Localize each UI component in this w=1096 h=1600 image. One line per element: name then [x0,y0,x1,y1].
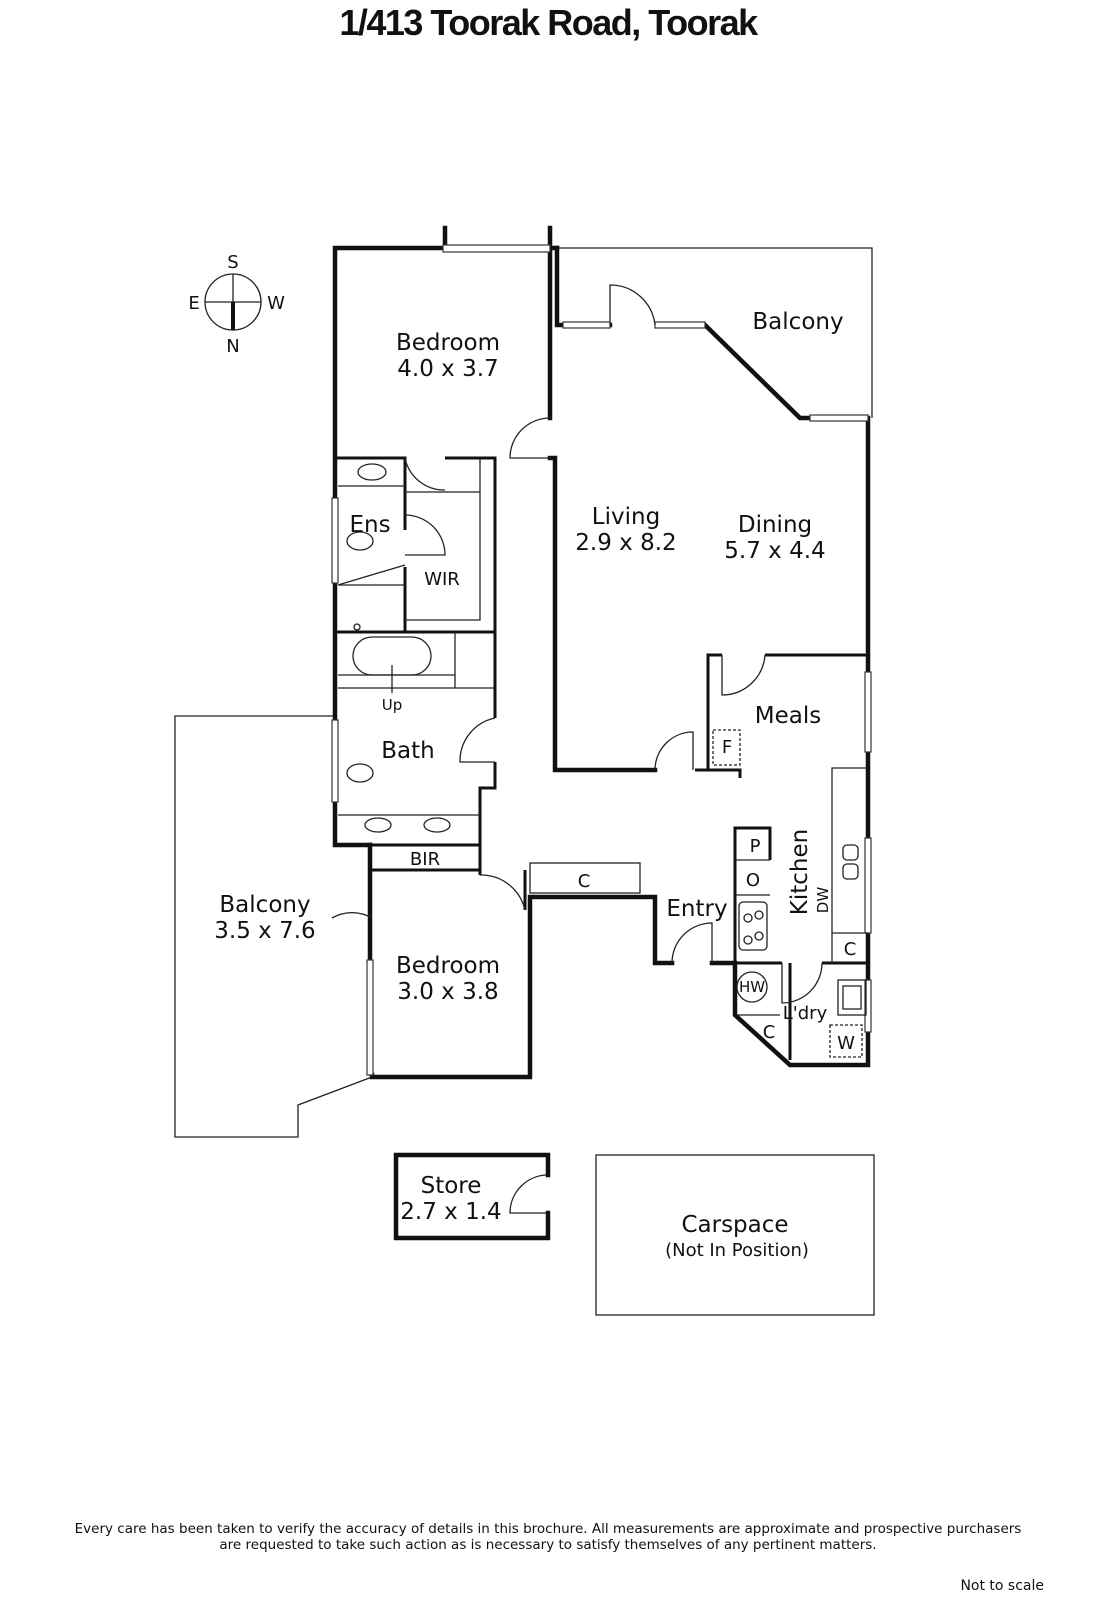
shower-icon [353,623,361,631]
room-label-bir: BIR [410,849,440,870]
room-dims-store: 2.7 x 1.4 [400,1199,501,1225]
store-walls [393,1152,551,1241]
fridge-space [712,729,741,766]
basin-icon [364,817,392,833]
page-title: 1/413 Toorak Road, Toorak [339,2,758,43]
room-dims-living: 2.9 x 8.2 [575,530,676,556]
label-cupboard-laundry: C [763,1022,776,1043]
label-cupboard-kitchen: C [844,939,857,960]
not-to-scale-note: Not to scale [960,1578,1044,1594]
label-hot-water: HW [739,978,765,996]
room-label-store: Store [421,1173,482,1199]
doors [331,284,823,1214]
washer-space [829,1024,863,1058]
label-cupboard-hall: C [578,871,591,892]
room-label-entry: Entry [666,896,727,922]
room-label-carspace: Carspace [681,1212,788,1238]
window [442,244,551,253]
compass-icon: S W E N [188,252,285,357]
basin-icon [423,817,451,833]
room-dims-dining: 5.7 x 4.4 [724,538,825,564]
room-label-ens: Ens [349,512,390,538]
label-dishwasher: DW [814,887,832,914]
window [864,837,872,934]
compass-east: E [188,293,199,314]
room-dims-bedroom1: 4.0 x 3.7 [397,356,498,382]
window [809,414,869,422]
room-label-balcony-left: Balcony [219,892,310,918]
compass-west: W [267,293,285,314]
room-label-laundry: L'dry [783,1003,828,1024]
room-label-kitchen: Kitchen [787,829,813,915]
window [654,321,706,329]
disclaimer-line-2: are requested to take such action as is … [219,1537,877,1553]
interior-walls [335,456,868,1060]
label-fridge: F [722,737,732,758]
disclaimer-line-1: Every care has been taken to verify the … [74,1521,1022,1537]
label-up: Up [382,696,403,714]
toilet-icon [346,531,374,551]
window [366,959,374,1076]
room-dims-bedroom2: 3.0 x 3.8 [397,979,498,1005]
window [562,321,611,329]
room-label-dining: Dining [738,512,812,538]
room-label-bath: Bath [381,738,434,764]
carspace-outline [595,1154,875,1316]
hot-water-icon [736,971,768,1003]
balcony-left-outline [174,715,373,1138]
basin-icon [357,463,387,481]
room-dims-balcony-left: 3.5 x 7.6 [214,918,315,944]
carspace-note: (Not In Position) [665,1240,809,1261]
label-washer: W [837,1033,855,1054]
fixtures [337,458,868,1058]
window [331,719,339,803]
room-label-living: Living [592,504,660,530]
room-label-bedroom1: Bedroom [396,330,500,356]
room-label-wir: WIR [424,569,460,590]
balcony-top-outline [557,247,873,418]
sink-icon [842,844,859,861]
cooktop-icon [738,901,768,951]
window [864,671,872,753]
label-oven: O [746,870,760,891]
toilet-icon [346,763,374,783]
compass-south: S [227,252,238,273]
room-label-balcony-top: Balcony [752,309,843,335]
room-label-meals: Meals [755,703,821,729]
trough-icon [837,979,867,1016]
compass-north: N [226,336,239,357]
window [331,497,339,584]
room-label-bedroom2: Bedroom [396,953,500,979]
window [864,979,872,1033]
label-pantry: P [750,836,761,857]
